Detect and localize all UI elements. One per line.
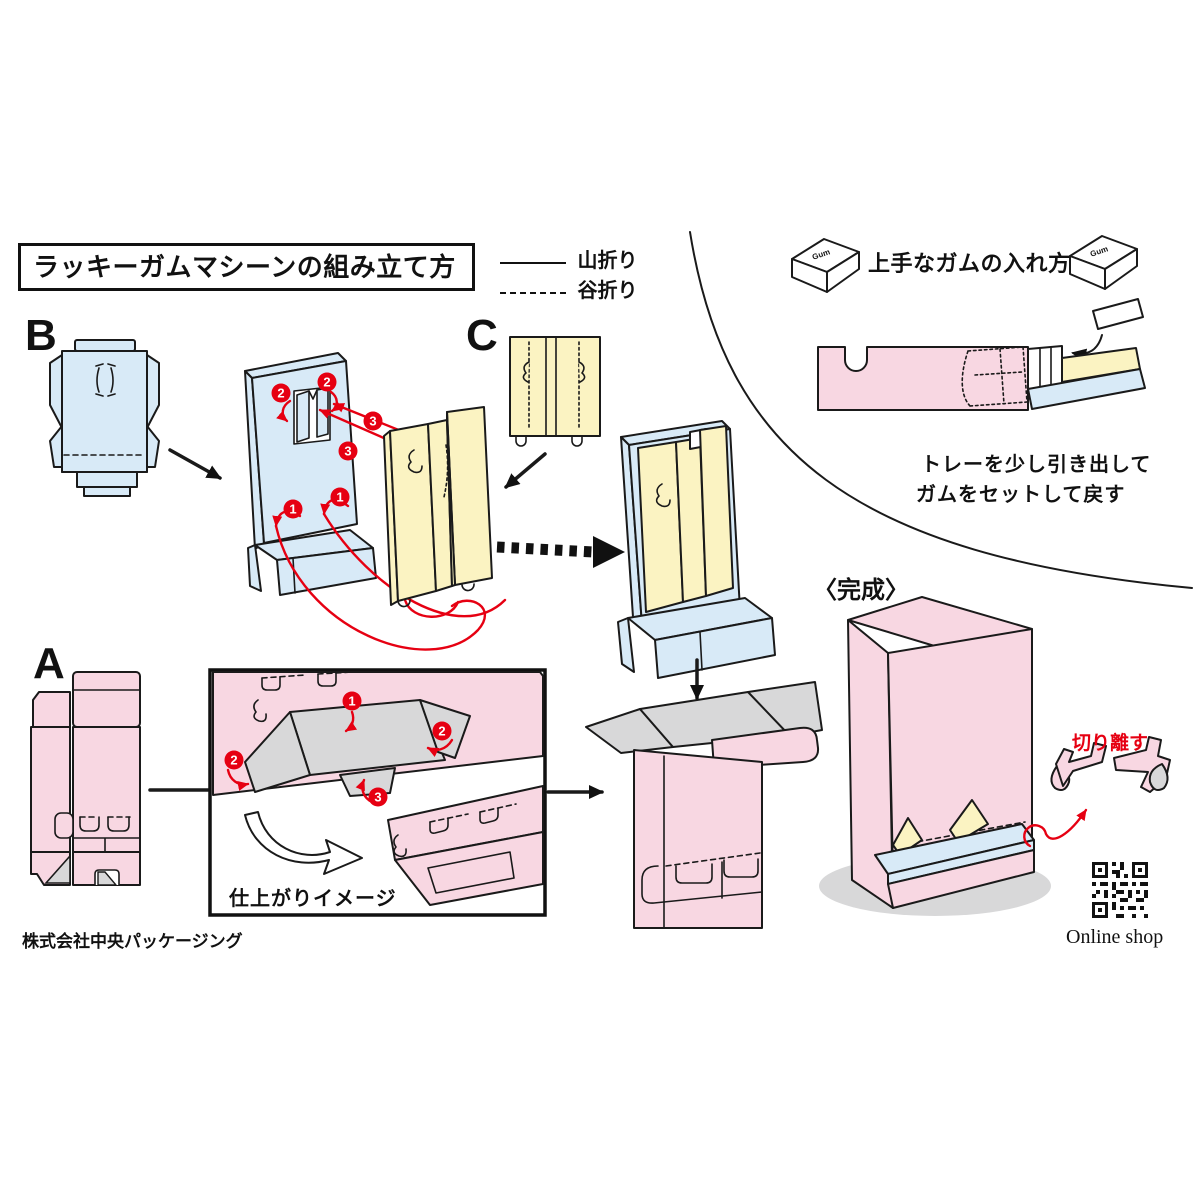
section-label-a: A: [33, 639, 65, 688]
gum-guide-heading: 上手なガムの入れ方: [868, 251, 1071, 276]
valley-fold-line-icon: [500, 291, 566, 294]
valley-fold-label: 谷折り: [577, 280, 638, 302]
gum-instruction-line1: トレーを少し引き出して: [921, 454, 1152, 476]
step-badge-2: 2: [224, 750, 244, 770]
online-shop-label: Online shop: [1066, 926, 1164, 948]
gum-box-left: [791, 238, 860, 293]
b-flat-pattern: [49, 339, 160, 497]
b-assembled: [244, 352, 377, 596]
gum-stick: [1092, 298, 1144, 330]
gum-instruction-line2: ガムをセットして戻す: [916, 484, 1126, 506]
step-badge-1: 1: [330, 487, 350, 507]
cut-off-pieces: [1023, 736, 1171, 848]
arrow-c: [504, 452, 547, 489]
a-assembled: [585, 681, 823, 929]
mountain-fold-line-icon: [500, 261, 566, 264]
step-badge-3: 3: [363, 411, 383, 431]
arrow-dashed: [496, 536, 625, 568]
section-label-b: B: [25, 311, 57, 360]
step-badge-2: 2: [432, 721, 452, 741]
mountain-fold-label: 山折り: [577, 250, 638, 272]
bottom-folding-step: [212, 671, 544, 804]
cut-off-label: 切り離す: [1072, 733, 1149, 754]
step-badge-3: 3: [368, 787, 388, 807]
a-flat-pattern: [30, 671, 141, 886]
cut-off-curl-arrow: [1023, 808, 1088, 848]
completed-label: 〈完成〉: [813, 577, 909, 604]
arrow-gum-insert: [1071, 334, 1103, 363]
arrow-b: [168, 448, 222, 480]
company-name: 株式会社中央パッケージング: [22, 932, 243, 951]
legend-mountain: 山折り: [500, 244, 637, 273]
qr-code: [1092, 862, 1148, 918]
step-badge-1: 1: [283, 499, 303, 519]
finished-image-label: 仕上がりイメージ: [229, 888, 397, 910]
step-badge-2: 2: [317, 372, 337, 392]
bc-assembled: [617, 420, 776, 679]
legend-valley: 谷折り: [500, 274, 637, 303]
section-label-c: C: [466, 311, 498, 360]
zone-divider-arc: [689, 231, 1193, 589]
completed-machine: [819, 596, 1051, 916]
step-badge-2: 2: [271, 383, 291, 403]
page-title: ラッキーガムマシーンの組み立て方: [33, 252, 456, 282]
gum-tray-illustration: [817, 345, 1146, 411]
c-flat-pattern: [509, 336, 601, 447]
c-folded: [383, 406, 493, 608]
finished-bottom-view: [244, 785, 544, 906]
gum-box-right: [1069, 235, 1138, 290]
title-box: ラッキーガムマシーンの組み立て方: [18, 243, 475, 291]
step-badge-1: 1: [342, 691, 362, 711]
step-badge-3: 3: [338, 441, 358, 461]
